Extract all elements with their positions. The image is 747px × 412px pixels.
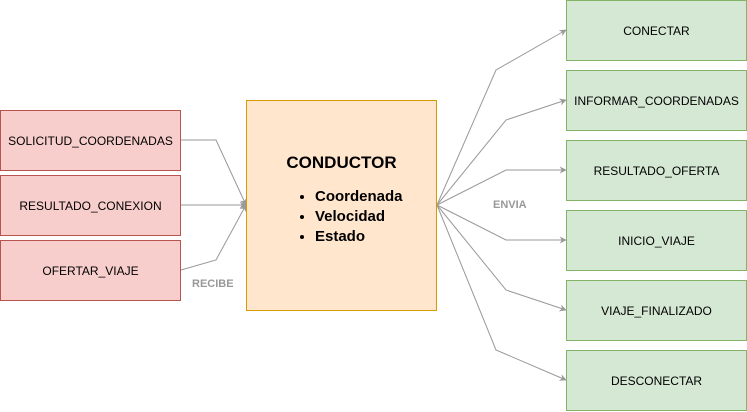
output-label: CONECTAR [623,23,690,38]
input-box-resultado-conexion[interactable]: RESULTADO_CONEXION [0,175,181,236]
output-box-resultado-oferta[interactable]: RESULTADO_OFERTA [566,140,747,201]
edge-inicio-viaje [436,204,567,244]
output-box-inicio-viaje[interactable]: INICIO_VIAJE [566,210,747,271]
output-label: INICIO_VIAJE [618,233,695,248]
attribute-item: Estado [315,227,403,247]
output-label: RESULTADO_OFERTA [593,163,720,178]
output-label: DESCONECTAR [610,373,703,388]
output-box-conectar[interactable]: CONECTAR [566,0,747,61]
edge-resultado-oferta [436,166,567,206]
edge-conectar [436,29,567,206]
output-label: INFORMAR_COORDENADAS [574,93,739,108]
output-box-desconectar[interactable]: DESCONECTAR [566,350,747,411]
input-label: SOLICITUD_COORDENADAS [8,133,173,148]
input-box-ofertar-viaje[interactable]: OFERTAR_VIAJE [0,240,181,301]
input-label: RESULTADO_CONEXION [19,198,162,213]
edge-ofertar-viaje [180,204,247,271]
attribute-item: Coordenada [315,187,403,207]
edge-label-recibe: RECIBE [192,278,234,290]
edge-label-envia: ENVIA [493,199,527,211]
input-label: OFERTAR_VIAJE [42,263,139,278]
conductor-box[interactable]: CONDUCTOR Coordenada Velocidad Estado [246,100,437,311]
output-box-informar-coordenadas[interactable]: INFORMAR_COORDENADAS [566,70,747,131]
conductor-attribute-list: Coordenada Velocidad Estado [285,187,403,247]
edge-viaje-finalizado [436,204,567,312]
attribute-item: Velocidad [315,207,403,227]
edge-informar-coordenadas [436,98,567,206]
output-label: VIAJE_FINALIZADO [601,303,712,318]
output-box-viaje-finalizado[interactable]: VIAJE_FINALIZADO [566,280,747,341]
edge-solicitud-coordenadas [181,139,247,206]
conductor-title: CONDUCTOR [286,153,397,172]
edge-desconectar [436,204,567,381]
input-box-solicitud-coordenadas[interactable]: SOLICITUD_COORDENADAS [0,110,181,171]
